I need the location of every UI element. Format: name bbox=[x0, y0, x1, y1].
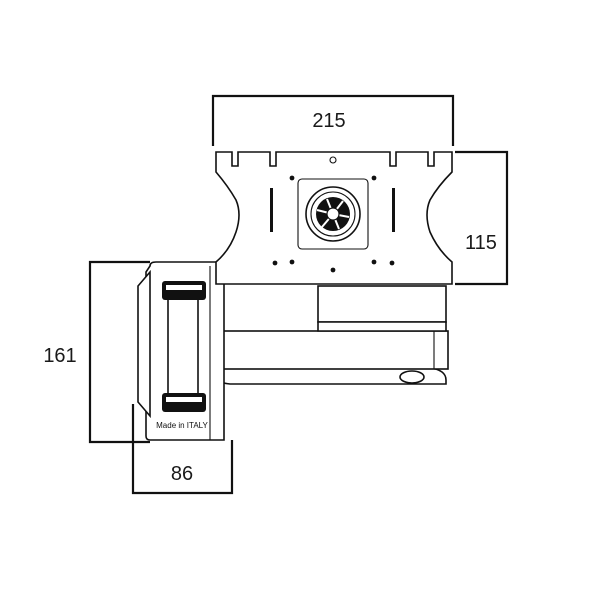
wall-height-dimension-line bbox=[88, 260, 150, 444]
plate-width-label: 215 bbox=[312, 110, 345, 132]
arm-pivot-knob bbox=[399, 370, 425, 384]
hub-inner-ring bbox=[310, 191, 356, 237]
tilt-bracket bbox=[317, 285, 447, 323]
tilt-bracket-base bbox=[317, 321, 447, 332]
mount-hole bbox=[289, 175, 295, 181]
plate-width-dimension-line bbox=[211, 94, 455, 146]
vesa-plate bbox=[215, 151, 453, 285]
plate-height-label: 115 bbox=[465, 232, 497, 254]
wall-depth-dimension-line bbox=[131, 404, 234, 495]
wall-height-dimension: 161 bbox=[43, 260, 150, 444]
mount-hole bbox=[330, 267, 336, 273]
plate-slot-left bbox=[270, 188, 273, 232]
wall-depth-dimension: 86 bbox=[131, 404, 234, 495]
plate-slot-right bbox=[392, 188, 395, 232]
hinge-bottom-highlight bbox=[166, 397, 202, 402]
mount-hole bbox=[289, 259, 295, 265]
wall-height-label: 161 bbox=[43, 345, 76, 367]
mount-hole bbox=[371, 175, 377, 181]
plate-width-dimension: 215 bbox=[211, 94, 455, 146]
made-in-label: Made in ITALY bbox=[156, 421, 208, 430]
wall-bracket: Made in ITALY bbox=[137, 261, 225, 441]
swing-arm bbox=[195, 285, 449, 385]
arm-bar bbox=[195, 330, 449, 370]
hub-outer-ring bbox=[305, 186, 361, 242]
mount-hole bbox=[389, 260, 395, 266]
hinge-bottom-cap bbox=[162, 393, 206, 412]
hinge-top-cap bbox=[162, 281, 206, 300]
mount-hole bbox=[371, 259, 377, 265]
top-center-hole bbox=[329, 156, 337, 164]
hub-square bbox=[297, 178, 369, 250]
hub-center bbox=[326, 207, 340, 221]
wall-depth-label: 86 bbox=[171, 463, 193, 485]
plate-height-dimension: 115 bbox=[455, 150, 509, 286]
wall-plate-side bbox=[137, 269, 151, 419]
hinge-top-highlight bbox=[166, 285, 202, 290]
mount-hole bbox=[272, 260, 278, 266]
plate-height-dimension-line bbox=[455, 150, 509, 286]
